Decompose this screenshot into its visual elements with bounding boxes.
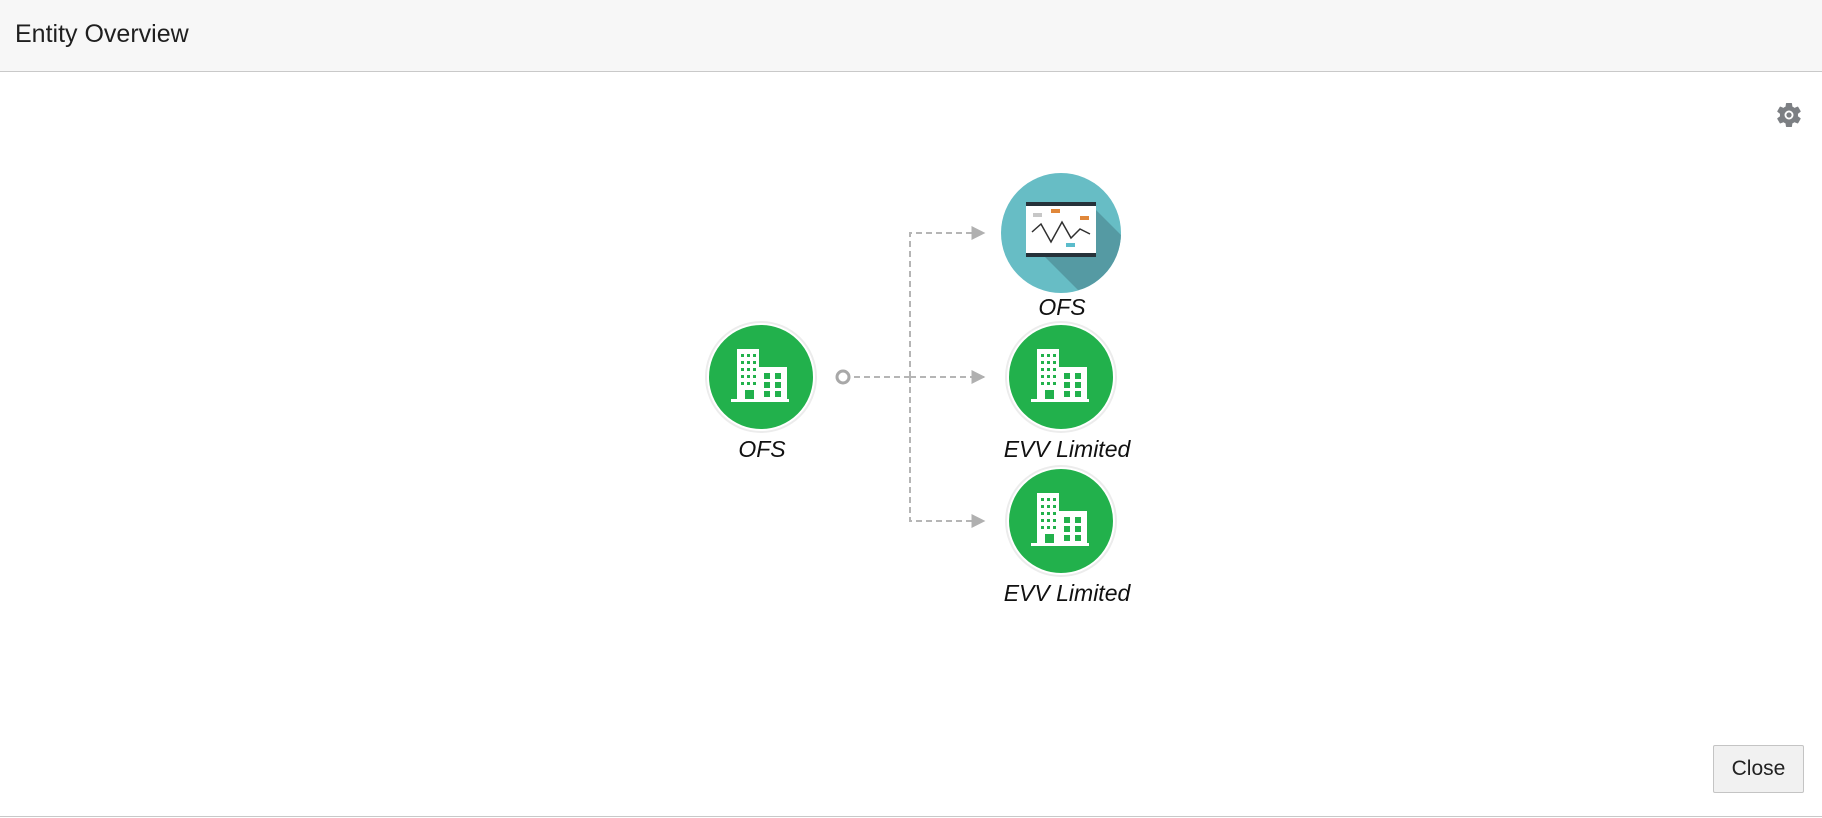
node-label-target-3: EVV Limited bbox=[1003, 580, 1131, 606]
graph-edges bbox=[844, 226, 986, 528]
edge-start-port bbox=[835, 369, 851, 385]
node-source-ofs[interactable] bbox=[705, 321, 817, 433]
dialog-title: Entity Overview bbox=[15, 20, 189, 48]
node-label-target-2: EVV Limited bbox=[1003, 436, 1131, 462]
node-label-target-1: OFS bbox=[1038, 294, 1086, 320]
edge-branch-top bbox=[909, 226, 986, 377]
building-icon bbox=[1031, 349, 1089, 402]
node-target-evv-limited-2[interactable] bbox=[1005, 465, 1117, 577]
building-icon bbox=[1031, 493, 1089, 546]
gear-icon[interactable] bbox=[1774, 100, 1804, 130]
dashboard-chart-icon bbox=[1026, 202, 1096, 257]
node-label-source: OFS bbox=[738, 436, 786, 462]
edge-branch-bottom bbox=[909, 377, 986, 528]
entity-graph: OFS OFS EVV Limited EVV Limited bbox=[0, 72, 1822, 722]
dialog-header: Entity Overview bbox=[0, 0, 1822, 72]
node-target-ofs[interactable] bbox=[1001, 173, 1127, 293]
entity-graph-canvas bbox=[705, 173, 1127, 577]
building-icon bbox=[731, 349, 789, 402]
node-target-evv-limited-1[interactable] bbox=[1005, 321, 1117, 433]
close-button[interactable]: Close bbox=[1713, 745, 1804, 793]
